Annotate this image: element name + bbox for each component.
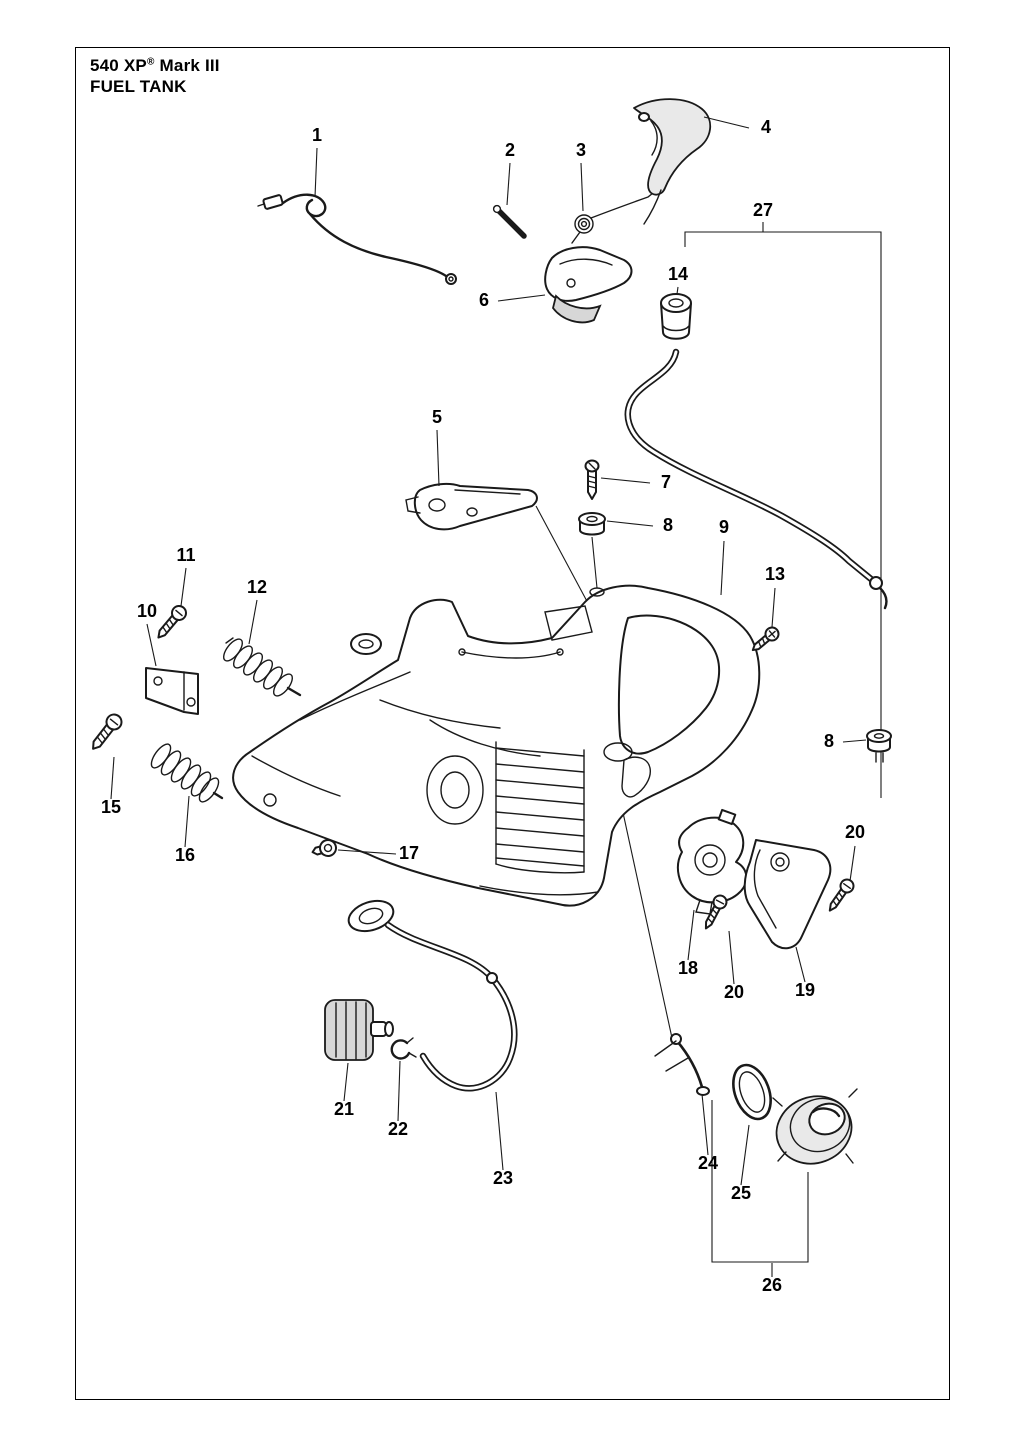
part-2-pin [492, 204, 527, 239]
leader-line-15 [110, 756, 115, 800]
series-name: Mark III [159, 56, 220, 75]
part-15-screw [92, 713, 123, 750]
part-6-throttle-lockout [544, 246, 633, 324]
callout-18: 18 [678, 958, 698, 978]
leader-line-10 [146, 623, 157, 667]
callout-25: 25 [731, 1183, 751, 1203]
leader-line-24 [701, 1093, 709, 1156]
leader-line-20-right [849, 845, 856, 882]
leader-line-9 [720, 540, 725, 596]
callout-3: 3 [576, 140, 586, 160]
assembly-line-grommet [591, 536, 598, 589]
part-20-screw-right [828, 878, 855, 912]
fuel-line-elbow [869, 576, 883, 590]
leader-line-25 [740, 1124, 750, 1186]
part-10-bracket [145, 667, 199, 715]
callout-10: 10 [137, 601, 157, 621]
callout-20-right: 20 [845, 822, 865, 842]
callout-8-right: 8 [824, 731, 834, 751]
callout-9: 9 [719, 517, 729, 537]
part-19-cover [743, 839, 832, 950]
part-4-throttle-trigger [633, 98, 711, 225]
leader-line-18 [687, 909, 695, 961]
leader-line-20-left [728, 930, 735, 985]
part-14-fuel-line-grommet [624, 293, 888, 610]
leader-line-11 [180, 567, 187, 607]
callout-24: 24 [698, 1153, 718, 1173]
part-22-clamp [390, 1037, 417, 1060]
leader-line-22 [397, 1060, 401, 1122]
callout-6: 6 [479, 290, 489, 310]
callout-bracket-27 [684, 231, 882, 798]
leader-line-1 [314, 147, 318, 198]
callout-bracket-26 [711, 1100, 809, 1263]
leader-line-8-center [606, 520, 654, 527]
model-title: 540 XP® Mark III [90, 56, 220, 76]
callout-26: 26 [762, 1275, 782, 1295]
part-8-grommet-center [578, 512, 606, 536]
callout-5: 5 [432, 407, 442, 427]
registered-mark: ® [146, 56, 155, 68]
page-title: FUEL TANK [90, 76, 187, 96]
leader-line-3 [580, 162, 584, 212]
part-12-spring [223, 637, 302, 697]
leader-line-13 [771, 587, 776, 628]
part-11-screw [157, 605, 187, 639]
oil-cap [350, 633, 382, 655]
part-25-retainer-ring [732, 1063, 772, 1121]
callout-27: 27 [753, 200, 773, 220]
callout-7: 7 [661, 472, 671, 492]
callout-1: 1 [312, 125, 322, 145]
rear-handle-opening [617, 614, 721, 755]
callout-15: 15 [101, 797, 121, 817]
fuel-filler-hole [603, 742, 633, 762]
leader-line-16 [184, 795, 190, 848]
part-7-screw [584, 459, 600, 500]
leader-line-23 [495, 1091, 504, 1171]
part-21-fuel-filter [324, 999, 394, 1061]
cylinder-fins [495, 741, 585, 874]
diagram-header: 540 XP® Mark III FUEL TANK [90, 56, 220, 96]
leader-line-19 [795, 946, 806, 983]
callout-12: 12 [247, 577, 267, 597]
part-1-wire-harness [257, 193, 457, 285]
leader-line-12 [248, 599, 258, 645]
part-20-screw-left [704, 894, 728, 930]
fuel-tank-body [232, 584, 761, 907]
part-13-screw [751, 626, 780, 652]
leader-line-17 [337, 849, 397, 855]
part-23-fuel-hose [347, 899, 518, 1092]
leader-line-8-right [842, 739, 867, 743]
callout-4: 4 [761, 117, 771, 137]
callout-23: 23 [493, 1168, 513, 1188]
callout-22: 22 [388, 1119, 408, 1139]
part-18-mount-bracket [676, 808, 748, 915]
callout-19: 19 [795, 980, 815, 1000]
part-26-fuel-cap [772, 1088, 858, 1165]
part-24-tank-vent [654, 1033, 710, 1096]
leader-line-2 [506, 162, 511, 206]
callout-21: 21 [334, 1099, 354, 1119]
model-name: 540 XP [90, 56, 147, 75]
leader-line-5 [436, 429, 440, 487]
leader-line-4 [703, 116, 750, 129]
leader-line-6 [497, 294, 546, 302]
callout-14: 14 [668, 264, 688, 284]
callout-11: 11 [176, 545, 195, 565]
part-17-screw [311, 839, 337, 857]
callout-20-left: 20 [724, 982, 744, 1002]
part-3-throttle-spring [571, 188, 659, 244]
callout-17: 17 [399, 843, 419, 863]
leader-line-21 [343, 1062, 349, 1102]
part-8-grommet-right [866, 729, 892, 763]
leader-line-14 [676, 286, 679, 295]
callout-8-center: 8 [663, 515, 673, 535]
callout-16: 16 [175, 845, 195, 865]
leader-line-7 [600, 477, 651, 484]
callout-2: 2 [505, 140, 515, 160]
part-5-plate [405, 482, 538, 531]
part-16-spring [150, 743, 224, 803]
callout-13: 13 [765, 564, 785, 584]
